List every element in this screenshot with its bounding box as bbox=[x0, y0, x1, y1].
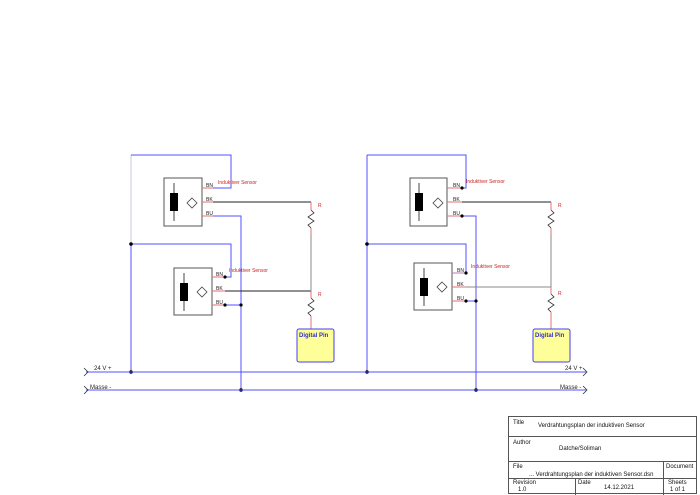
sensor-label: Induktiver Sensor bbox=[466, 179, 505, 185]
digital-pin-label: Digital Pin bbox=[535, 333, 565, 339]
resistor[interactable] bbox=[547, 293, 555, 313]
resistor-label: R bbox=[558, 291, 562, 297]
author-row: Author Datche/Soliman bbox=[509, 437, 696, 462]
ground-wire bbox=[462, 215, 477, 390]
pin-label-bk: BK bbox=[457, 282, 464, 288]
supply-rail-label: 24 V + bbox=[94, 366, 112, 372]
junction-dot bbox=[239, 303, 243, 307]
date-caption: Date bbox=[578, 480, 591, 486]
revision-caption: Revision bbox=[513, 480, 537, 486]
pin-label-bk: BK bbox=[453, 197, 460, 203]
diamond-symbol bbox=[432, 197, 444, 209]
author-value: Datche/Soliman bbox=[559, 446, 602, 452]
diamond-symbol bbox=[436, 281, 448, 293]
coil-symbol bbox=[180, 283, 188, 301]
coil-symbol bbox=[170, 193, 178, 211]
resistor-label: R bbox=[558, 203, 562, 209]
diamond-symbol bbox=[186, 197, 198, 209]
resistor[interactable] bbox=[307, 209, 315, 229]
power-wire bbox=[367, 154, 467, 189]
junction-dot bbox=[460, 214, 464, 218]
title-caption: Title bbox=[513, 420, 525, 426]
pin-label-bn: BN bbox=[453, 183, 460, 189]
pin-label-bn: BN bbox=[206, 183, 213, 189]
offpage-connector-icon bbox=[582, 367, 588, 377]
divider bbox=[575, 479, 576, 495]
circuit-group-right bbox=[365, 154, 555, 392]
pin-label-bn: BN bbox=[457, 268, 464, 274]
junction-dot bbox=[474, 299, 478, 303]
digital-pin-box[interactable] bbox=[532, 328, 571, 363]
power-wire bbox=[131, 154, 232, 189]
divider bbox=[663, 462, 664, 478]
digital-pin-box[interactable] bbox=[296, 328, 335, 363]
file-caption: File bbox=[513, 464, 523, 470]
author-caption: Author bbox=[513, 440, 531, 446]
offpage-connector-icon bbox=[582, 385, 588, 395]
date-value: 14.12.2021 bbox=[604, 485, 635, 491]
junction-dot bbox=[460, 186, 464, 190]
power-rails bbox=[83, 367, 588, 395]
resistor[interactable] bbox=[307, 297, 315, 317]
digital-pin-label: Digital Pin bbox=[299, 333, 329, 339]
ground-wire bbox=[213, 215, 242, 390]
resistor[interactable] bbox=[547, 209, 555, 229]
junction-dot bbox=[464, 271, 468, 275]
file-value: ... Verdrahtungsplan der induktiven Sens… bbox=[529, 472, 654, 478]
resistor-label: R bbox=[318, 292, 322, 298]
power-wire bbox=[131, 243, 232, 278]
pin-label-bu: BU bbox=[216, 300, 223, 306]
sensor-label: Induktiver Sensor bbox=[229, 268, 268, 274]
offpage-connector-icon bbox=[83, 367, 89, 377]
offpage-connector-icon bbox=[83, 385, 89, 395]
coil-symbol bbox=[415, 193, 423, 211]
divider bbox=[663, 479, 664, 495]
junction-dot bbox=[464, 299, 468, 303]
power-wire bbox=[367, 243, 467, 273]
revision-value: 1.0 bbox=[518, 487, 527, 493]
title-value: Verdrahtungsplan der induktiven Sensor bbox=[538, 423, 645, 429]
coil-symbol bbox=[420, 278, 428, 296]
junction-dot bbox=[223, 303, 227, 307]
pin-label-bu: BU bbox=[453, 211, 460, 217]
ground-rail-label: Masse - bbox=[90, 385, 111, 391]
title-row: Title Verdrahtungsplan der induktiven Se… bbox=[509, 417, 696, 437]
pin-label-bk: BK bbox=[206, 197, 213, 203]
sensor-label: Induktiver Sensor bbox=[471, 264, 510, 270]
title-block: Title Verdrahtungsplan der induktiven Se… bbox=[508, 416, 697, 495]
sheets-caption: Sheets bbox=[668, 480, 687, 486]
resistor-label: R bbox=[318, 203, 322, 209]
supply-rail-label: 24 V + bbox=[565, 366, 583, 372]
circuit-group-left bbox=[129, 154, 315, 392]
pin-label-bn: BN bbox=[216, 272, 223, 278]
pin-label-bu: BU bbox=[457, 296, 464, 302]
junction-dot bbox=[365, 242, 369, 246]
file-row: File ... Verdrahtungsplan der induktiven… bbox=[509, 462, 696, 479]
junction-dot bbox=[223, 275, 227, 279]
sheets-value: 1 of 1 bbox=[670, 487, 686, 493]
pin-label-bu: BU bbox=[206, 211, 213, 217]
sensor-body[interactable] bbox=[173, 267, 213, 316]
junction-dot bbox=[129, 242, 133, 246]
document-caption: Document bbox=[666, 464, 694, 470]
pin-label-bk: BK bbox=[216, 286, 223, 292]
diamond-symbol bbox=[196, 286, 208, 298]
sensor-label: Induktiver Sensor bbox=[218, 180, 257, 186]
revision-row: Revision 1.0 Date 14.12.2021 Sheets 1 of… bbox=[509, 479, 696, 495]
ground-rail-label: Masse - bbox=[560, 385, 581, 391]
